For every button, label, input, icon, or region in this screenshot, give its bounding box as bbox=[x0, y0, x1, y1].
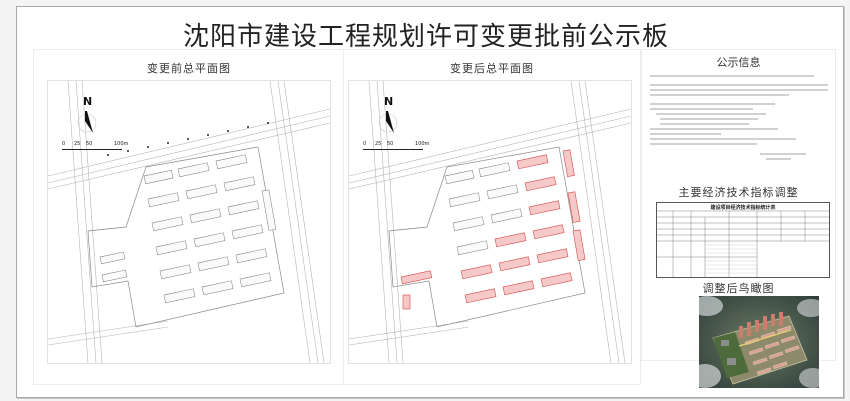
public-notice-board: 沈阳市建设工程规划许可变更批前公示板 变更前总平面图 bbox=[16, 6, 844, 398]
north-label: N bbox=[384, 95, 394, 108]
after-site-plan-drawing: N 0 25 50 100m bbox=[348, 80, 632, 364]
scale-bar: 0 25 50 100m bbox=[363, 141, 443, 157]
indicators-table: 建设项目经济技术指标统计表 bbox=[656, 202, 830, 278]
aerial-view-illustration bbox=[699, 296, 819, 388]
public-info-panel: 公示信息 主要经济技术指标调整 建设项目经济技术指标统计表 bbox=[641, 49, 836, 388]
board-title: 沈阳市建设工程规划许可变更批前公示板 bbox=[182, 22, 669, 52]
before-plan-title: 变更前总平面图 bbox=[147, 62, 231, 75]
indicators-table-caption: 建设项目经济技术指标统计表 bbox=[710, 205, 776, 211]
aerial-view-title: 调整后鸟瞰图 bbox=[702, 282, 775, 295]
scale-bar: 0 25 50 100m bbox=[62, 141, 142, 157]
north-arrow: N bbox=[74, 95, 104, 141]
north-arrow: N bbox=[375, 95, 405, 141]
indicators-title: 主要经济技术指标调整 bbox=[678, 186, 799, 199]
aerial-rendering-image bbox=[699, 296, 819, 388]
info-title: 公示信息 bbox=[716, 56, 761, 69]
north-arrow-icon bbox=[378, 111, 398, 133]
before-site-plan-panel: 变更前总平面图 bbox=[33, 49, 345, 385]
after-plan-title: 变更后总平面图 bbox=[450, 62, 534, 75]
site-plan-lines bbox=[48, 81, 330, 363]
after-site-plan-panel: 变更后总平面图 bbox=[343, 49, 641, 385]
site-plan-lines bbox=[349, 81, 631, 363]
north-label: N bbox=[83, 95, 93, 108]
before-site-plan-drawing: N 0 25 50 100m bbox=[47, 80, 331, 364]
notice-body-text bbox=[650, 72, 828, 163]
north-arrow-icon bbox=[77, 111, 97, 133]
table-grid bbox=[657, 210, 829, 277]
